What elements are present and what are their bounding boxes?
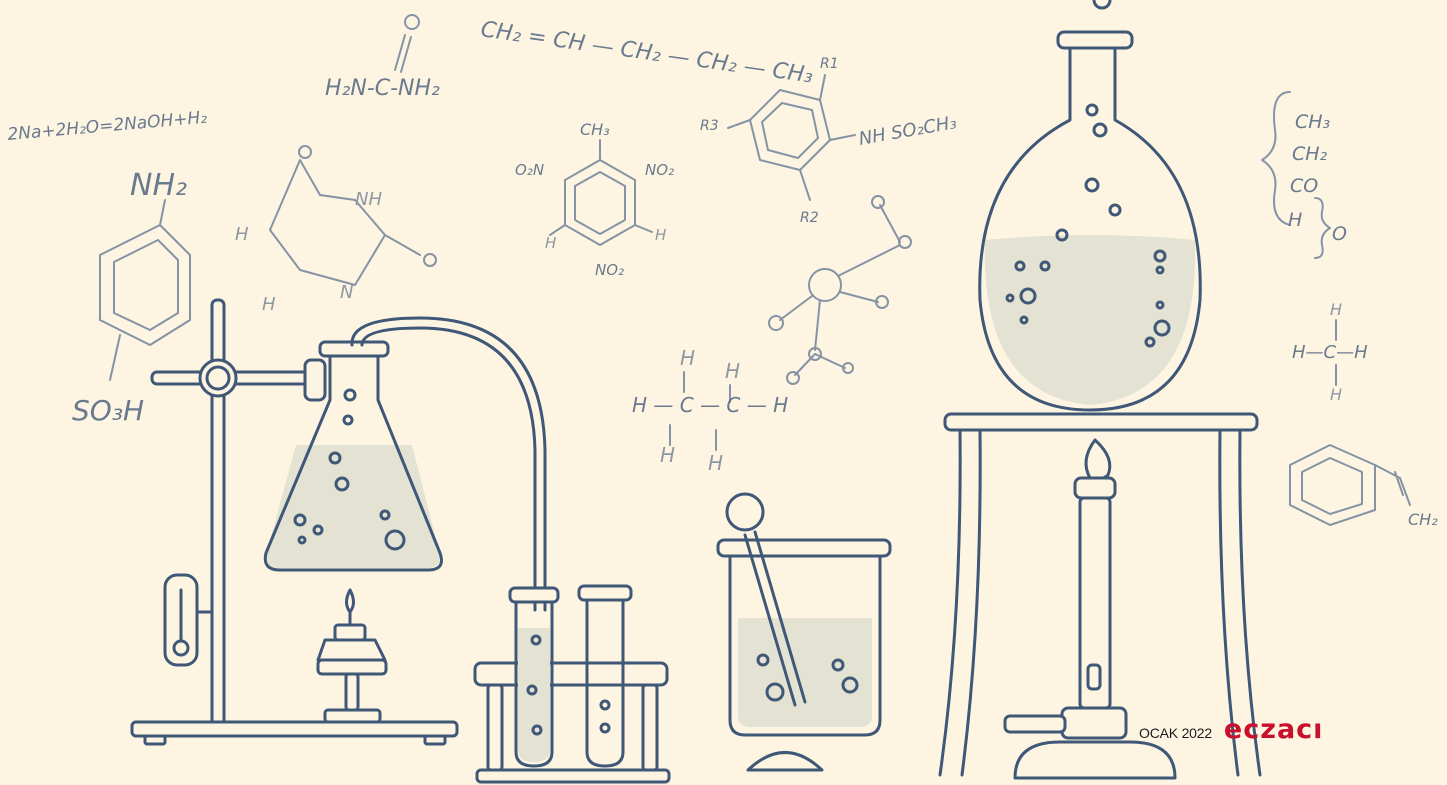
burner-icon xyxy=(316,588,388,724)
butene-formula: CH₂ = CH — CH₂ — CH₂ — CH₃ xyxy=(479,17,815,88)
r1-label: R1 xyxy=(820,56,839,72)
r2-label: R2 xyxy=(800,210,819,226)
bracket-co: CO xyxy=(1290,175,1318,197)
svg-text:H: H xyxy=(660,443,675,467)
sulfonamide-label: NH SO₂CH₃ xyxy=(857,112,958,150)
sulfonic-acid-label: SO₃H xyxy=(72,394,144,427)
svg-text:H: H xyxy=(655,226,666,244)
svg-text:H: H xyxy=(262,294,276,315)
urea-formula: H₂N-C-NH₂ xyxy=(325,76,440,101)
round-flask-icon xyxy=(978,0,1202,412)
bracket-ch2: CH₂ xyxy=(1292,143,1328,165)
r3-label: R3 xyxy=(700,118,719,134)
svg-text:H: H xyxy=(725,359,740,383)
methane-formula: H—C—H xyxy=(1292,342,1368,363)
svg-text:N: N xyxy=(340,282,353,303)
sodium-reaction-formula: 2Na+2H₂O=2NaOH+H₂ xyxy=(7,108,208,145)
bracket-ch3: CH₃ xyxy=(1295,111,1330,133)
svg-text:H: H xyxy=(1330,385,1342,404)
thermometer-icon xyxy=(163,573,214,667)
nitro-right-label: NO₂ xyxy=(645,161,674,179)
svg-text:H: H xyxy=(235,224,249,245)
nitro-bottom-label: NO₂ xyxy=(595,261,624,279)
svg-text:H: H xyxy=(545,234,556,252)
connecting-tube xyxy=(350,316,547,612)
styrene-ch2-label: CH₂ xyxy=(1408,510,1438,529)
svg-text:H: H xyxy=(680,346,695,370)
molecule-sketches: H H NH N H H H H H H H H xyxy=(99,14,1411,526)
page-footer: OCAK 2022 eczacı xyxy=(1139,714,1323,745)
bracket-h: H xyxy=(1288,209,1302,231)
ring-stand xyxy=(130,298,459,746)
ethane-formula: H — C — C — H xyxy=(632,393,788,417)
test-tube-icon xyxy=(514,598,554,768)
beaker-icon xyxy=(716,492,892,772)
brand-logo: eczacı xyxy=(1223,714,1324,745)
aniline-amine-label: NH₂ xyxy=(130,168,187,203)
svg-text:H: H xyxy=(1330,300,1342,319)
tripod-stand xyxy=(938,412,1262,777)
svg-text:H: H xyxy=(708,451,723,475)
bunsen-burner-icon xyxy=(1003,438,1177,780)
issue-date: OCAK 2022 xyxy=(1139,725,1212,741)
test-tube-rack xyxy=(473,584,671,784)
bracket-oxygen: O xyxy=(1332,223,1347,245)
methyl-label: CH₃ xyxy=(580,120,610,139)
flask-icon xyxy=(263,340,443,572)
nitro-left-label: O₂N xyxy=(515,161,544,179)
svg-text:NH: NH xyxy=(355,189,382,210)
